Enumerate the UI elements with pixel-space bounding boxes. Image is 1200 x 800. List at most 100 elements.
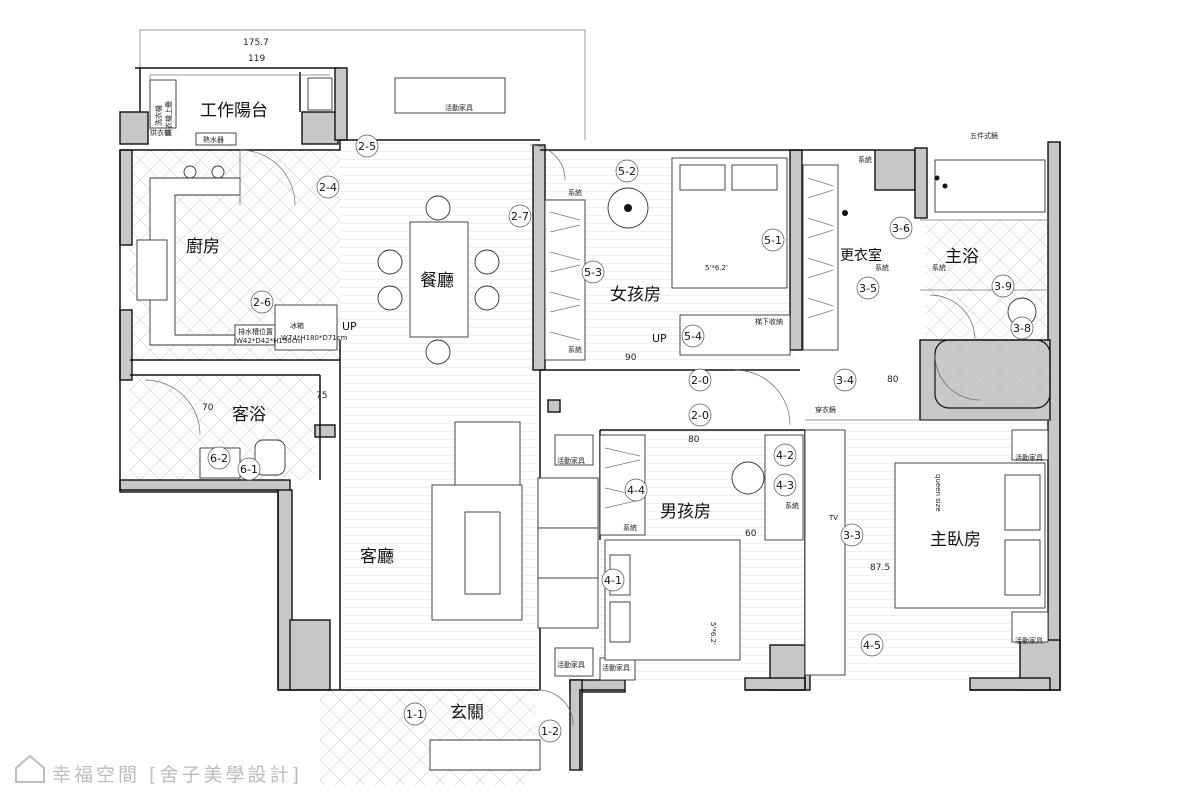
area-tag-label: 2-5 (358, 140, 376, 153)
area-tag: 2-0 (688, 403, 712, 427)
water-heater-note: 熱水器 (203, 135, 224, 144)
fridge-note: 冰箱 (290, 321, 304, 330)
dress-mirror-note: 穿衣鏡 (815, 405, 836, 414)
area-tag-circle (860, 633, 884, 657)
area-tag: 3-6 (889, 216, 913, 240)
area-tag-circle (538, 719, 562, 743)
dimension-label: 80 (688, 435, 700, 445)
wall-block (289, 619, 331, 691)
dining-chair (425, 195, 451, 221)
area-tag: 3-9 (991, 274, 1015, 298)
pillow (1004, 474, 1041, 531)
outer-wall (119, 139, 1061, 770)
area-tag: 3-8 (1010, 316, 1034, 340)
balcony-rail (135, 67, 340, 112)
area-tag-circle (581, 260, 605, 284)
balcony-sink (307, 77, 333, 111)
area-tag-circle (688, 368, 712, 392)
area-tag: 4-3 (773, 473, 797, 497)
area-tag: 4-2 (773, 443, 797, 467)
area-tag-label: 2-6 (253, 296, 271, 309)
area-tag-label: 3-8 (1013, 322, 1031, 335)
dining-chair (474, 285, 500, 311)
furniture-note: 活動家具 (602, 663, 630, 672)
area-tag: 2-4 (316, 175, 340, 199)
guest-toilet (254, 439, 286, 476)
area-tag-circle (773, 443, 797, 467)
dressing-hangers (807, 177, 834, 319)
pillow (731, 164, 778, 191)
area-tag: 3-5 (856, 276, 880, 300)
wardrobe-hangers (549, 211, 581, 341)
room-label-kitchen: 廚房 (186, 236, 220, 257)
furniture-note: 活動家具 (1015, 636, 1043, 645)
room-label-dressing: 更衣室 (840, 247, 882, 264)
house-icon (15, 754, 45, 783)
area-tag-circle (856, 276, 880, 300)
area-tag-label: 6-1 (240, 463, 258, 476)
area-tag-label: 4-2 (776, 449, 794, 462)
room-label-boy-room: 男孩房 (660, 502, 711, 522)
lamp-dot (624, 204, 632, 212)
area-tag-label: 2-0 (691, 374, 709, 387)
under-stair-note: 梯下收納 (755, 317, 783, 326)
coffee-table (464, 511, 501, 595)
system-note: 系統 (932, 263, 946, 272)
area-tag-circle (681, 324, 705, 348)
area-tag-label: 3-5 (859, 282, 877, 295)
faucet-dot (934, 175, 940, 181)
door-swing (929, 294, 976, 341)
sofa-seat (537, 527, 599, 579)
area-tag-label: 1-1 (406, 708, 424, 721)
master-side-cabinet (1011, 611, 1049, 643)
area-tag-label: 3-9 (994, 280, 1012, 293)
system-note: 系統 (785, 501, 799, 510)
area-tag: 4-4 (624, 478, 648, 502)
door-swing (734, 369, 791, 426)
bathtub (934, 159, 1046, 213)
area-tag: 4-5 (860, 633, 884, 657)
dining-chair (425, 339, 451, 365)
pillow (609, 601, 631, 643)
area-tag-circle (207, 446, 231, 470)
boy-hangers (604, 447, 641, 509)
dimension-label: 60 (745, 529, 757, 539)
armchair (454, 421, 521, 488)
area-tag: 5-4 (681, 324, 705, 348)
area-tag-circle (991, 274, 1015, 298)
area-tag-label: 5-4 (684, 330, 702, 343)
area-tag-circle (624, 478, 648, 502)
area-tag: 6-1 (237, 457, 261, 481)
dimension-label: 175.7 (243, 38, 269, 48)
dining-table (409, 221, 469, 338)
area-tag-circle (237, 457, 261, 481)
area-tag: 5-3 (581, 260, 605, 284)
area-tag-label: 2-4 (319, 181, 337, 194)
drain-box (234, 324, 276, 346)
wall-block (569, 679, 583, 771)
furniture-note: 活動家具 (557, 660, 585, 669)
wall-block (914, 147, 928, 219)
wall-block (119, 111, 149, 145)
side-cabinet (554, 434, 594, 466)
wall-block (547, 399, 561, 413)
area-tag-circle (761, 228, 785, 252)
area-tag: 5-1 (761, 228, 785, 252)
mirror-note: 五件式鏡 (970, 131, 998, 140)
stove-burner (183, 165, 197, 179)
area-tag-label: 1-2 (541, 725, 559, 738)
master-side-cabinet (1011, 429, 1049, 461)
area-tag-circle (688, 403, 712, 427)
area-tag-label: 3-3 (843, 529, 861, 542)
up-note: UP (652, 332, 667, 345)
bed-size-note: 5'*6.2' (705, 264, 728, 272)
door-swing (537, 689, 574, 726)
room-label-guest-bath: 客浴 (232, 405, 266, 425)
stove-burner (211, 165, 225, 179)
system-note: 系統 (858, 155, 872, 164)
dryer-note-2: 烘衣機 (150, 128, 171, 137)
system-note: 系統 (623, 523, 637, 532)
area-tag-label: 4-5 (863, 639, 881, 652)
